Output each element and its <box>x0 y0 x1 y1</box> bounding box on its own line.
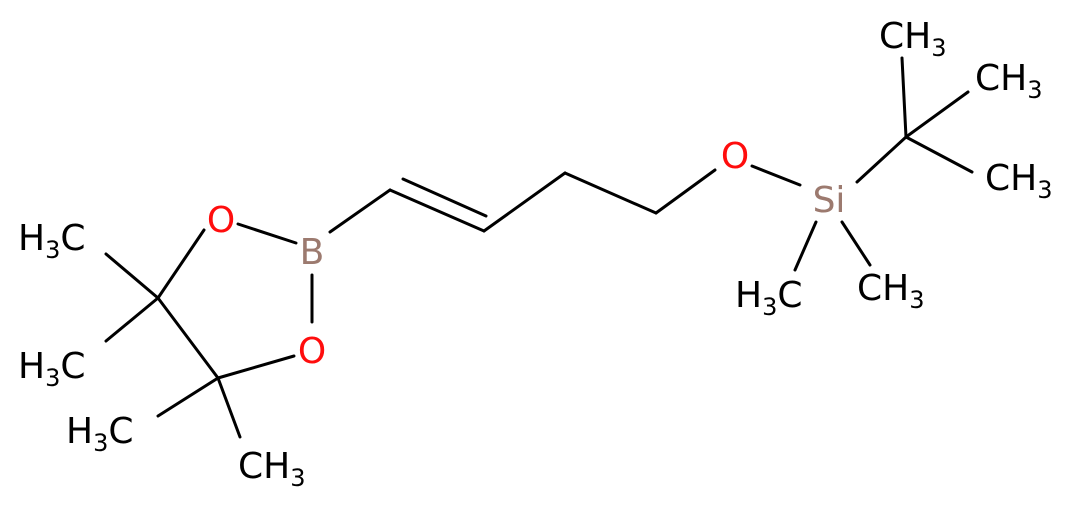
bond-c1-me2 <box>104 296 160 343</box>
bond-si-cq <box>855 135 908 184</box>
bond-c2-o2 <box>216 354 296 380</box>
methyl-label: H3C <box>735 275 803 321</box>
oxygen-atom-ring-top: O <box>207 200 235 241</box>
methyl-label: CH3 <box>879 16 947 62</box>
bond-ch2-o <box>654 168 717 215</box>
bond-vinyl-double-b <box>401 177 488 218</box>
methyl-label: H3C <box>18 346 86 392</box>
methyl-labels: H3C H3C H3C CH3 CH3 CH3 CH3 H3C CH3 <box>18 16 1053 492</box>
oxygen-atom-ether: O <box>721 136 749 177</box>
methyl-label: H3C <box>18 218 86 264</box>
bond-cq-me-righttop <box>904 90 970 139</box>
bond-c2-me3 <box>156 376 220 418</box>
methyl-label: CH3 <box>857 268 925 314</box>
bond-o-si <box>750 164 802 187</box>
bond-cq-me-right <box>904 135 974 174</box>
bond-alkene-ch2 <box>482 171 567 233</box>
bond-c2-me4 <box>216 376 242 439</box>
bond-c1-c2 <box>156 296 220 380</box>
atom-labels: O B O O Si <box>207 136 846 372</box>
silicon-atom: Si <box>813 180 846 221</box>
methyl-label: CH3 <box>238 446 306 492</box>
bond-o1-c1 <box>156 228 206 300</box>
bonds <box>104 56 974 439</box>
bond-si-me-left <box>793 220 818 272</box>
methyl-label: H3C <box>66 411 134 457</box>
bond-cq-me-top <box>900 56 908 139</box>
bond-si-me-right <box>840 220 872 267</box>
bond-o1-b <box>236 222 298 245</box>
methyl-label: CH3 <box>975 58 1043 104</box>
boron-atom: B <box>300 232 325 273</box>
bond-c1-me1 <box>104 252 160 300</box>
bond-ch2-ch2 <box>563 171 658 215</box>
bond-b-vinyl <box>328 188 392 234</box>
oxygen-atom-ring-bottom: O <box>298 331 326 372</box>
bond-vinyl-double-a <box>388 188 486 233</box>
methyl-label: CH3 <box>985 158 1053 204</box>
